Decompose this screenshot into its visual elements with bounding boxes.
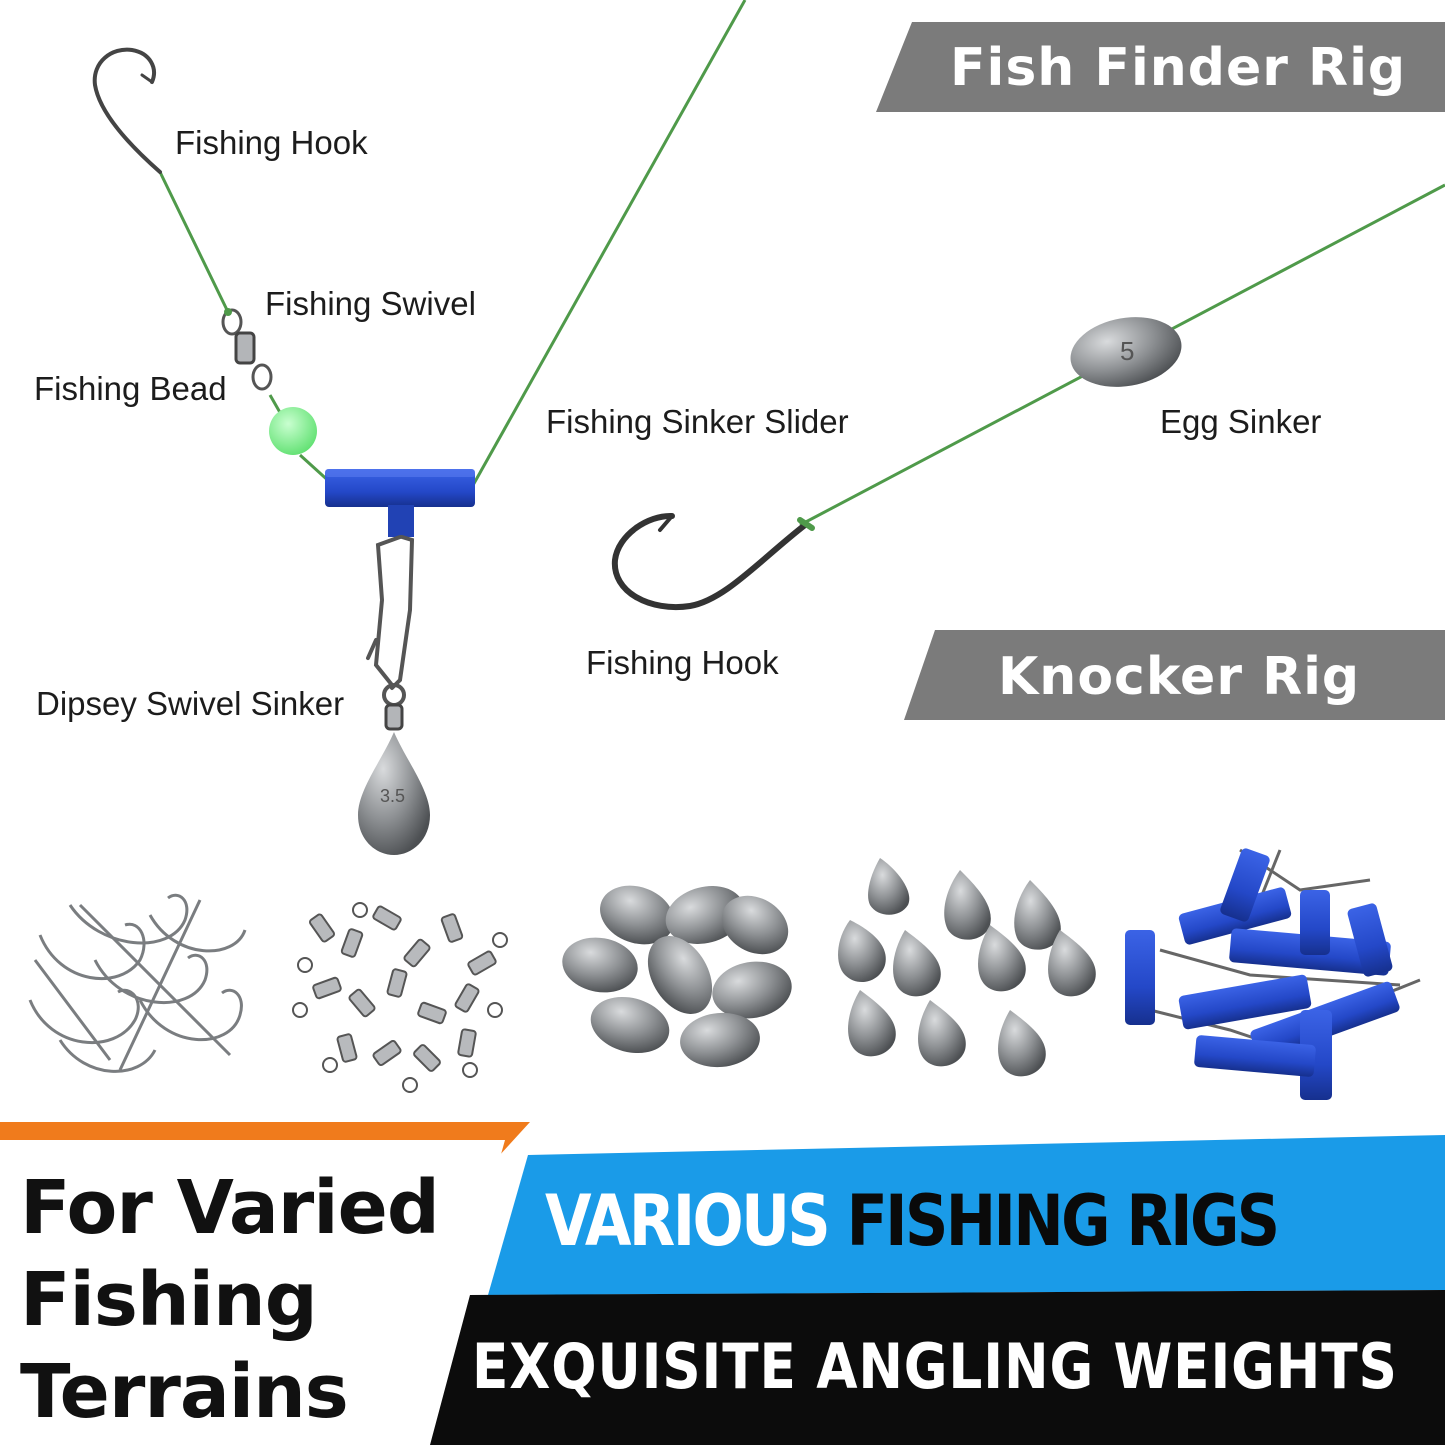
- main-line: [470, 0, 747, 488]
- terrain-tagline: For Varied Fishing Terrains: [20, 1162, 480, 1438]
- label-dipsey-swivel-sinker: Dipsey Swivel Sinker: [36, 685, 345, 722]
- bead-icon: [269, 407, 317, 455]
- swivel-icon: [221, 308, 273, 391]
- knocker-banner: [904, 630, 1445, 720]
- slider-icon: [325, 469, 475, 537]
- sinker-sliders-pile: [1125, 848, 1421, 1100]
- label-sinker-slider: Fishing Sinker Slider: [546, 403, 849, 440]
- label-egg-sinker: Egg Sinker: [1160, 403, 1322, 440]
- headline: VARIOUS FISHING RIGS: [545, 1180, 1281, 1262]
- fish-finder-banner: [876, 22, 1445, 112]
- egg-weight-mark: 5: [1120, 336, 1135, 366]
- white-panel: [0, 1140, 505, 1445]
- headline-white: VARIOUS: [545, 1180, 831, 1262]
- snap-icon: [366, 535, 415, 731]
- label-fishing-bead: Fishing Bead: [34, 370, 227, 407]
- label-fishing-hook: Fishing Hook: [175, 124, 368, 161]
- knocker-rig-title: Knocker Rig: [998, 647, 1361, 707]
- hook-icon: [611, 512, 815, 611]
- fish-finder-rig-title: Fish Finder Rig: [950, 38, 1407, 98]
- hook-icon: [92, 47, 162, 174]
- tagline-line-3: Terrains: [20, 1349, 349, 1435]
- headline-black: FISHING RIGS: [846, 1180, 1281, 1262]
- egg-sinkers-pile: [562, 885, 792, 1068]
- teardrop-sinker-icon: [358, 732, 430, 855]
- tagline-line-1: For Varied: [20, 1165, 440, 1251]
- blue-band: [488, 1135, 1445, 1295]
- teardrop-sinkers-pile: [838, 858, 1096, 1077]
- egg-sinker-icon: [1070, 317, 1182, 387]
- black-band: [430, 1290, 1445, 1445]
- label-knocker-fishing-hook: Fishing Hook: [586, 644, 779, 681]
- label-fishing-swivel: Fishing Swivel: [265, 285, 476, 322]
- sinker-weight-mark: 3.5: [380, 786, 406, 806]
- swivels-pile: [292, 902, 508, 1093]
- hooks-pile: [28, 893, 247, 1073]
- tagline-line-2: Fishing: [20, 1257, 318, 1343]
- subline: EXQUISITE ANGLING WEIGHTS: [472, 1330, 1398, 1403]
